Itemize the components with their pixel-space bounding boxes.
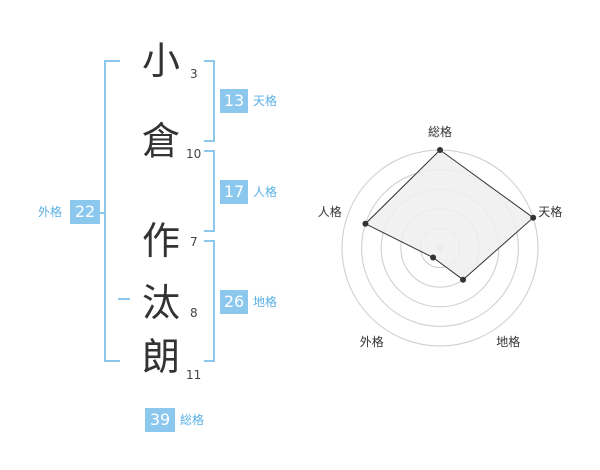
stroke-count-1: 3 xyxy=(190,67,198,81)
tenkaku-bracket xyxy=(204,60,215,142)
tenkaku-label: 天格 xyxy=(253,94,278,108)
jinkaku-label: 人格 xyxy=(253,185,278,199)
radar-axis-label-2: 天格 xyxy=(538,204,562,219)
radar-point-2 xyxy=(530,214,537,221)
radar-point-4 xyxy=(430,254,437,261)
stroke-count-5: 11 xyxy=(186,368,202,382)
chikaku-label: 地格 xyxy=(253,295,278,309)
gaikaku-value: 22 xyxy=(70,200,100,224)
radar-point-3 xyxy=(460,276,467,283)
radar-axis-label-5: 人格 xyxy=(318,204,342,219)
stroke-count-2: 10 xyxy=(186,147,202,161)
chikaku-value: 26 xyxy=(220,290,248,314)
tenkaku-value: 13 xyxy=(220,89,248,113)
radar-point-5 xyxy=(362,220,369,227)
jinkaku-value: 17 xyxy=(220,180,248,204)
name-char-1: 小 xyxy=(141,39,180,83)
chikaku-bracket xyxy=(204,240,215,362)
name-char-3: 作 xyxy=(141,219,180,263)
jinkaku-bracket xyxy=(204,150,215,232)
soukaku-value: 39 xyxy=(145,408,175,432)
radar-axis-label-1: 総格 xyxy=(428,124,452,139)
name-char-5: 朗 xyxy=(141,335,180,379)
radar-area xyxy=(364,149,534,281)
radar-point-1 xyxy=(437,147,443,153)
gaikaku-bracket xyxy=(104,60,120,362)
name-char-2: 倉 xyxy=(141,119,180,163)
radar-axis-label-3: 地格 xyxy=(496,334,520,349)
stroke-count-4: 8 xyxy=(190,306,198,320)
soukaku-label: 総格 xyxy=(180,413,205,427)
name-char-4: 汰 xyxy=(141,281,180,325)
gaikaku-bracket-tick xyxy=(118,298,130,300)
radar-axis-label-4: 外格 xyxy=(360,334,384,349)
gaikaku-label: 外格 xyxy=(38,205,63,219)
stroke-count-3: 7 xyxy=(190,235,198,249)
